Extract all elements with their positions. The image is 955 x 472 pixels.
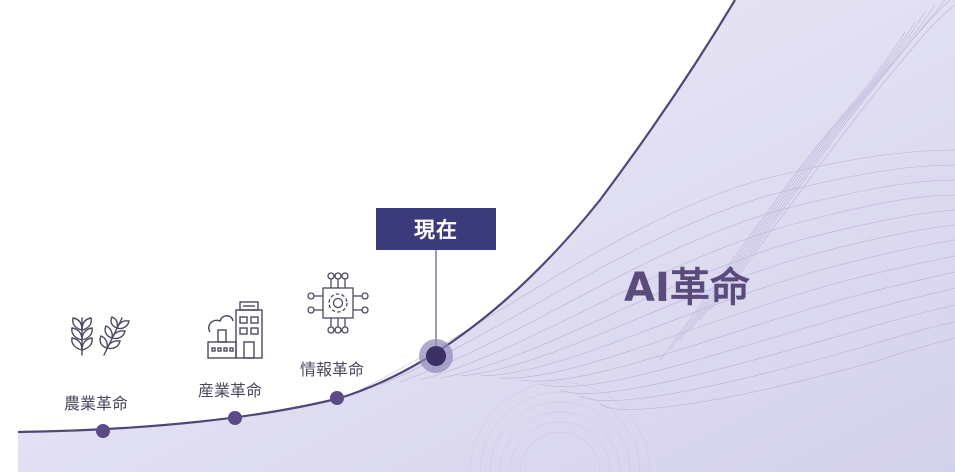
- current-badge: 現在: [376, 208, 496, 250]
- stage-dot-information: [330, 391, 344, 405]
- stage-label-information: 情報革命: [300, 360, 365, 379]
- curve-fill-area: [18, 0, 955, 472]
- current-dot: [426, 346, 446, 366]
- wheat-icon: [71, 316, 130, 356]
- stage-label-agriculture: 農業革命: [64, 394, 129, 413]
- factory-icon: [207, 301, 263, 359]
- chip-gear-icon: [307, 272, 369, 334]
- stage-label-industrial: 産業革命: [198, 381, 263, 400]
- ai-revolution-title: AI革命: [624, 265, 750, 311]
- stage-dot-industrial: [228, 411, 242, 425]
- stage-dot-agriculture: [96, 424, 110, 438]
- wave-mesh: [359, 0, 955, 410]
- growth-curve: [17, 0, 736, 434]
